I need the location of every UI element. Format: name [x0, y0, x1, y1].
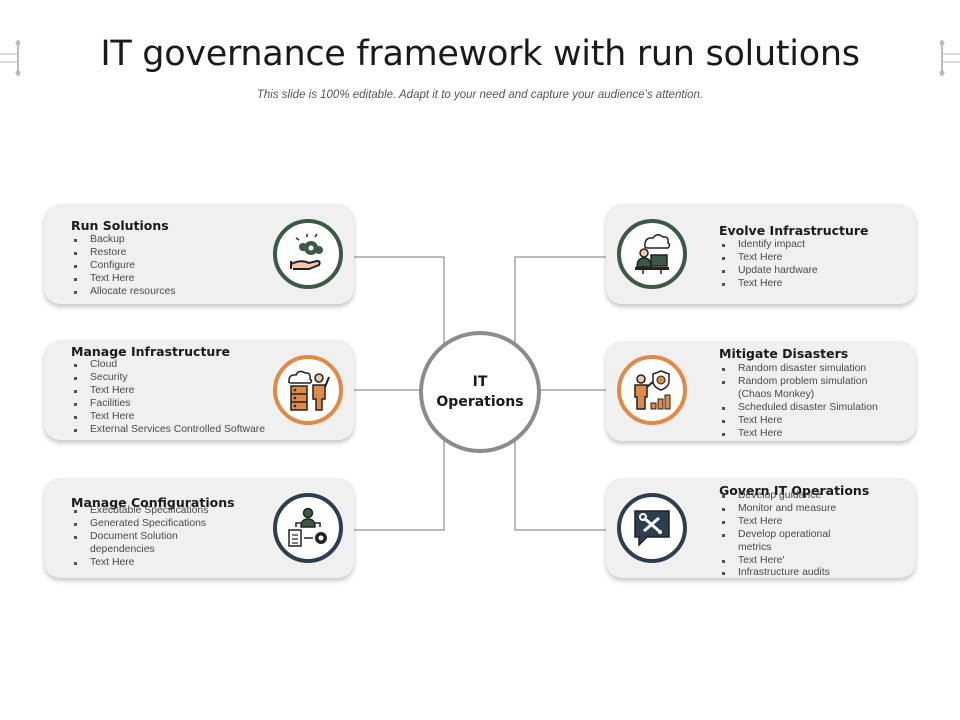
card-mitigate-disasters: Mitigate Disasters Random disaster simul…	[606, 341, 916, 441]
list-item: Executable Specifications	[72, 505, 208, 518]
list-item: Text Here'	[720, 555, 850, 568]
list-item: Develop operational metrics	[720, 529, 850, 555]
person-document-gear-icon	[288, 507, 327, 547]
list-item: Random problem simulation (Chaos Monkey)	[720, 376, 880, 402]
card-manage-infrastructure: Manage Infrastructure Cloud Security Tex…	[44, 340, 354, 440]
person-shield-chart-icon	[634, 370, 671, 410]
hand-gear-icon	[290, 233, 323, 270]
card-title: Manage Infrastructure	[71, 344, 230, 359]
card-bullet-list: Backup Restore Configure Text Here Alloc…	[72, 234, 175, 299]
list-item: Text Here	[72, 411, 265, 424]
connector-run-solutions	[354, 256, 445, 345]
card-run-solutions: Run Solutions Backup Restore Configure T…	[44, 204, 354, 304]
chat-tools-icon	[634, 510, 670, 547]
list-item: Develop guidance	[720, 490, 850, 503]
list-item: Text Here	[72, 385, 265, 398]
cloud-laptop-person-icon	[635, 234, 671, 274]
server-cloud-person-icon	[288, 370, 330, 411]
list-item: External Services Controlled Software	[72, 424, 265, 437]
connector-manage-configurations	[354, 438, 445, 531]
card-bullet-list: Identify impact Text Here Update hardwar…	[720, 239, 818, 291]
hub-label: IT Operations	[436, 374, 524, 410]
card-bullet-list: Executable Specifications Generated Spec…	[72, 505, 208, 570]
list-item: Infrastructure audits	[720, 567, 850, 580]
card-title: Evolve Infrastructure	[719, 223, 869, 238]
icon-ring	[617, 355, 687, 425]
card-title: Run Solutions	[71, 218, 169, 233]
card-bullet-list: Develop guidance Monitor and measure Tex…	[720, 490, 850, 580]
card-govern-it-operations: Govern IT Operations Develop guidance Mo…	[606, 478, 916, 578]
slide-title: IT governance framework with run solutio…	[100, 34, 860, 74]
list-item: Text Here	[72, 557, 208, 570]
card-title: Manage Configurations	[71, 495, 235, 510]
list-item: Identify impact	[720, 239, 818, 252]
icon-ring	[273, 219, 343, 289]
list-item: Backup	[72, 234, 175, 247]
card-manage-configurations: Manage Configurations Executable Specifi…	[44, 478, 354, 578]
card-bullet-list: Cloud Security Text Here Facilities Text…	[72, 359, 265, 436]
list-item: Scheduled disaster Simulation	[720, 402, 880, 415]
icon-ring	[617, 493, 687, 563]
icon-ring	[273, 355, 343, 425]
list-item: Generated Specifications	[72, 518, 208, 531]
left-bracket-decoration	[0, 40, 21, 76]
icon-ring	[273, 493, 343, 563]
icon-ring	[617, 219, 687, 289]
list-item: Text Here	[720, 278, 818, 291]
list-item: Text Here	[720, 415, 880, 428]
list-item: Monitor and measure	[720, 503, 850, 516]
list-item: Security	[72, 372, 265, 385]
list-item: Random disaster simulation	[720, 363, 880, 376]
card-evolve-infrastructure: Evolve Infrastructure Identify impact Te…	[606, 204, 916, 304]
card-bullet-list: Random disaster simulation Random proble…	[720, 363, 880, 440]
card-title: Mitigate Disasters	[719, 346, 849, 361]
card-title: Govern IT Operations	[719, 483, 870, 498]
right-bracket-decoration	[939, 40, 960, 76]
list-item: Configure	[72, 260, 175, 273]
list-item: Document Solution dependencies	[72, 531, 192, 557]
list-item: Update hardware	[720, 265, 818, 278]
list-item: Text Here	[720, 252, 818, 265]
list-item: Allocate resources	[72, 286, 175, 299]
connector-evolve-infrastructure	[514, 256, 606, 345]
list-item: Text Here	[72, 273, 175, 286]
list-item: Cloud	[72, 359, 265, 372]
list-item: Text Here	[720, 428, 880, 441]
connector-govern-it-operations	[514, 438, 606, 531]
list-item: Facilities	[72, 398, 265, 411]
hub-circle: IT Operations	[419, 331, 541, 453]
list-item: Text Here	[720, 516, 850, 529]
list-item: Restore	[72, 247, 175, 260]
slide-subtitle: This slide is 100% editable. Adapt it to…	[256, 89, 704, 101]
